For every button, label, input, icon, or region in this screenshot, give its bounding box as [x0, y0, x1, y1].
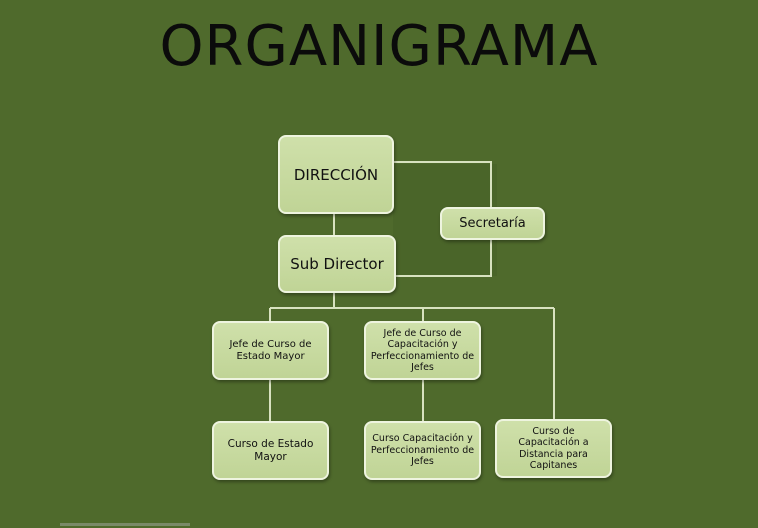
node-curso-estado-mayor-label: Curso de Estado Mayor [227, 437, 314, 463]
node-direccion: DIRECCIÓN [278, 135, 394, 214]
node-jefe-capacitacion: Jefe de Curso de Capacitación y Perfecci… [364, 321, 481, 380]
node-secretaria: Secretaría [440, 207, 545, 240]
node-curso-capacitacion-label: Curso Capacitación y Perfeccionamiento d… [370, 433, 475, 468]
node-sub-director-label: Sub Director [290, 255, 384, 273]
node-curso-capacitacion: Curso Capacitación y Perfeccionamiento d… [364, 421, 481, 480]
node-jefe-capacitacion-label: Jefe de Curso de Capacitación y Perfecci… [370, 327, 475, 373]
node-jefe-estado-mayor-label: Jefe de Curso de Estado Mayor [229, 338, 312, 362]
slide-scroll-indicator [60, 523, 190, 526]
node-secretaria-label: Secretaría [459, 215, 526, 231]
node-curso-estado-mayor: Curso de Estado Mayor [212, 421, 329, 480]
node-jefe-estado-mayor: Jefe de Curso de Estado Mayor [212, 321, 329, 380]
node-direccion-label: DIRECCIÓN [293, 165, 379, 184]
page-title: ORGANIGRAMA [159, 14, 599, 79]
node-curso-distancia: Curso de Capacitación a Distancia para C… [495, 419, 612, 478]
node-curso-distancia-label: Curso de Capacitación a Distancia para C… [518, 425, 589, 471]
node-sub-director: Sub Director [278, 235, 396, 293]
